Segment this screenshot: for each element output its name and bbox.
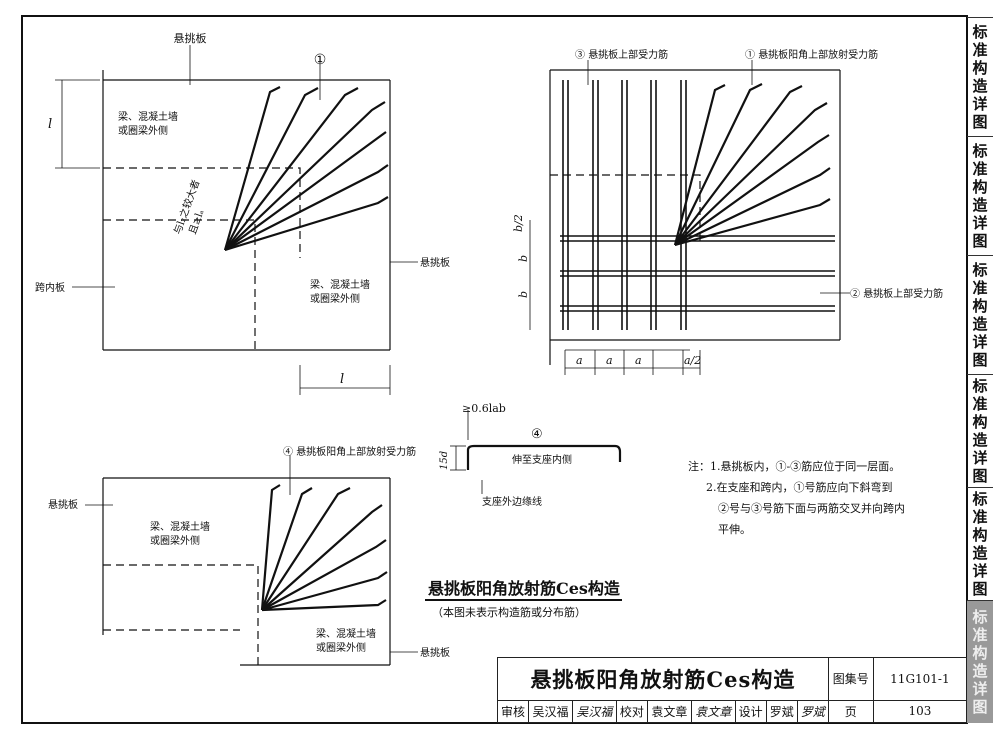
label-bar3: ③ 悬挑板上部受力筋 xyxy=(575,48,668,61)
reviewer-name: 吴汉福 xyxy=(528,699,573,724)
atlas-label: 图集号 xyxy=(827,657,874,701)
atlas-number: 11G101-1 xyxy=(872,657,968,701)
label-beam-top-left: 梁、混凝土墙 xyxy=(118,110,178,123)
circled-4-detail: ④ xyxy=(531,427,543,442)
hook-detail xyxy=(450,410,622,494)
hook-15d: 15d xyxy=(439,451,450,470)
diagram-top-left xyxy=(55,45,418,395)
note-line-1: 注：1.悬挑板内，①-③筋应位于同一层面。 xyxy=(688,459,900,473)
label-bar4: ④ 悬挑板阳角上部放射受力筋 xyxy=(283,445,416,458)
design-label: 设计 xyxy=(734,699,767,724)
label-beam-mid: 梁、混凝土墙 xyxy=(310,278,370,291)
dim-b-2: b xyxy=(517,291,530,298)
support-edge-label: 支座外边缘线 xyxy=(482,495,542,508)
note-line-4: 平伸。 xyxy=(718,523,751,536)
page-number: 103 xyxy=(872,699,968,724)
label-cantilever-right: 悬挑板 xyxy=(420,256,450,269)
checker-signature: 袁文章 xyxy=(690,699,736,724)
designer-name: 罗斌 xyxy=(765,699,798,724)
side-tab-4: 标准构造详图 xyxy=(967,374,993,487)
label-bar2: ② 悬挑板上部受力筋 xyxy=(850,287,943,300)
side-tab-3: 标准构造详图 xyxy=(967,255,993,374)
label-beam-outer-bottom-2: 或圈梁外侧 xyxy=(316,641,366,654)
dim-b-half: b/2 xyxy=(512,214,525,232)
label-beam-outer-mid: 或圈梁外侧 xyxy=(310,292,360,305)
label-cantilever-top: 悬挑板 xyxy=(174,31,207,45)
label-beam-outer-top-left: 或圈梁外侧 xyxy=(118,124,168,137)
side-tab-2: 标准构造详图 xyxy=(967,136,993,255)
dim-a-1: a xyxy=(576,354,583,367)
label-beam-outer-bottom: 或圈梁外侧 xyxy=(150,534,200,547)
drawing-title: 悬挑板阳角放射筋Ces构造 xyxy=(497,657,829,701)
label-bar1-top-left: ① xyxy=(314,52,327,68)
diagram-top-right xyxy=(529,60,850,375)
extend-support-label: 伸至支座内侧 xyxy=(512,453,572,466)
label-inner-slab: 跨内板 xyxy=(35,281,65,294)
side-tab-6: 标准构造详图 xyxy=(967,600,993,723)
label-cantilever-bottom-left: 悬挑板 xyxy=(48,498,78,511)
page-label: 页 xyxy=(827,699,874,724)
label-bar1-top-right: ① 悬挑板阳角上部放射受力筋 xyxy=(745,48,878,61)
dim-a-half: a/2 xyxy=(684,354,701,367)
title-block: 悬挑板阳角放射筋Ces构造 图集号 11G101-1 审核 吴汉福 吴汉福 校对… xyxy=(496,657,968,724)
label-beam-bottom-2: 梁、混凝土墙 xyxy=(316,627,376,640)
dim-ly: l xyxy=(48,117,52,132)
dim-b-1: b xyxy=(517,255,530,262)
label-cantilever-bottom-right: 悬挑板 xyxy=(420,646,450,659)
caption-note: （本图未表示构造筋或分布筋） xyxy=(432,605,586,619)
dim-a-2: a xyxy=(606,354,613,367)
caption-title: 悬挑板阳角放射筋Ces构造 xyxy=(427,579,621,598)
diagram-bottom-left xyxy=(85,455,418,666)
note-line-2: 2.在支座和跨内，①号筋应向下斜弯到 xyxy=(706,480,893,494)
anchor-length: ≥0.6lab xyxy=(462,402,506,415)
note-line-3: ②号与③号筋下面与两筋交叉并向跨内 xyxy=(718,501,905,515)
review-label: 审核 xyxy=(496,699,530,724)
dim-lx: l xyxy=(340,372,344,387)
reviewer-signature: 吴汉福 xyxy=(571,699,617,724)
side-tab-1: 标准构造详图 xyxy=(967,17,993,136)
designer-signature: 罗斌 xyxy=(796,699,829,724)
check-label: 校对 xyxy=(615,699,648,724)
dim-a-3: a xyxy=(635,354,642,367)
checker-name: 袁文章 xyxy=(646,699,692,724)
side-tab-5: 标准构造详图 xyxy=(967,487,993,600)
label-beam-bottom: 梁、混凝土墙 xyxy=(150,520,210,533)
